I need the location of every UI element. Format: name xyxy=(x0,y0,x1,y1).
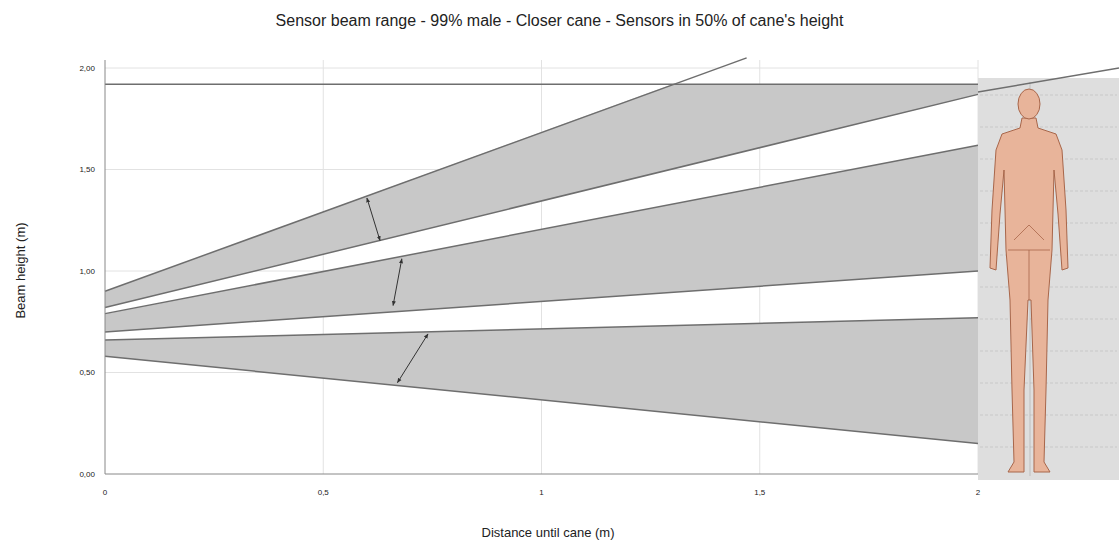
beam-angle-arrow xyxy=(397,334,428,383)
tick-label: 2 xyxy=(976,488,980,497)
axis-title: Distance until cane (m) xyxy=(482,525,615,540)
tick-label: 1,5 xyxy=(754,488,765,497)
beam-edge xyxy=(105,83,978,85)
tick-label: 0,50 xyxy=(79,368,95,377)
beam-edge xyxy=(105,271,978,332)
beam-edge xyxy=(105,94,978,307)
x-axis xyxy=(105,474,978,475)
tick-label: 2,00 xyxy=(79,64,95,73)
beam-angle-arrow xyxy=(367,198,380,241)
axis-title: Beam height (m) xyxy=(13,222,28,318)
human-figure xyxy=(978,68,1119,480)
beam-angle-arrow xyxy=(393,259,402,306)
beam-band xyxy=(105,145,978,332)
beam-edge xyxy=(105,145,978,313)
tick-label: 0,00 xyxy=(79,470,95,479)
tick-label: 1,00 xyxy=(79,267,95,276)
tick-label: 0,5 xyxy=(318,488,329,497)
y-axis xyxy=(105,60,106,474)
tick-label: 0 xyxy=(103,488,107,497)
beam-band xyxy=(105,318,978,444)
tick-label: 1 xyxy=(539,488,543,497)
beam-edge xyxy=(105,356,978,443)
tick-label: 1,50 xyxy=(79,165,95,174)
beam-edge xyxy=(105,318,978,340)
chart-title: Sensor beam range - 99% male - Closer ca… xyxy=(0,12,1119,30)
grid xyxy=(105,60,978,474)
